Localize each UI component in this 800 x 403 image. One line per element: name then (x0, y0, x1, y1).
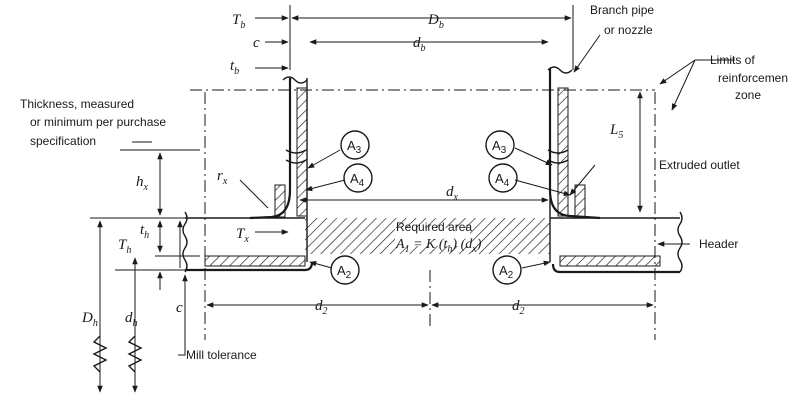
A4-left-circle (343, 163, 373, 193)
branch-pipe-walls (249, 66, 601, 262)
label-mill-tolerance: Mill tolerance (186, 348, 257, 362)
symbol-hx: hx (136, 174, 149, 193)
limit-lines (190, 89, 656, 340)
label-thickness-2: or minimum per purchase (30, 115, 166, 129)
break-lines (92, 335, 143, 373)
symbol-Db: Db (427, 12, 444, 31)
A4-right-circle (488, 163, 518, 193)
area-label-A4-left: A4 (350, 171, 365, 189)
symbol-th: th (140, 222, 149, 241)
label-limits-3: zone (735, 88, 761, 102)
A3-right-circle (485, 130, 515, 160)
label-extruded-outlet: Extruded outlet (659, 158, 740, 172)
symbol-dx: dx (446, 184, 459, 203)
symbol-Th: Th (118, 237, 131, 256)
label-branch-pipe-1: Branch pipe (590, 3, 654, 17)
area-label-A3-left: A3 (347, 138, 362, 156)
area-label-A3-right: A3 (492, 138, 507, 156)
label-limits-2: reinforcemen (718, 71, 788, 85)
area-label-A4-right: A4 (495, 171, 510, 189)
dimension-lines (90, 5, 654, 393)
A2-left-circle (330, 255, 360, 285)
header-pipe (182, 211, 683, 274)
label-branch-pipe-2: or nozzle (604, 23, 653, 37)
label-limits-1: Limits of (710, 53, 755, 67)
symbol-rx: rx (217, 168, 228, 187)
A3-left-circle (340, 130, 370, 160)
symbol-d2-left: d2 (315, 298, 328, 317)
label-header: Header (699, 237, 738, 251)
symbol-dh: dh (125, 310, 138, 329)
symbol-tb: tb (230, 58, 239, 77)
symbol-Tx: Tx (236, 226, 249, 245)
symbol-Tb: Tb (232, 12, 245, 31)
area-label-A2-left: A2 (337, 263, 352, 281)
symbol-L5: L5 (609, 122, 623, 141)
symbol-c-bottom: c (176, 300, 183, 316)
label-required-area: Required area (396, 220, 472, 234)
symbol-Dh: Dh (81, 310, 98, 329)
label-thickness-3: specification (30, 134, 96, 148)
A2-right-circle (492, 255, 522, 285)
formula-required-area: A1 = K (th) (dx) (395, 237, 482, 255)
symbol-d2-right: d2 (512, 298, 525, 317)
area-label-A2-right: A2 (499, 263, 514, 281)
dimension-symbols: Tb c db Db tb L5 hx rx th Tx Th dx Dh dh… (81, 12, 623, 329)
symbol-c-top: c (253, 35, 260, 51)
area-circles (330, 130, 522, 285)
leader-lines (132, 34, 735, 356)
symbol-db: db (413, 35, 426, 54)
label-thickness-1: Thickness, measured (20, 97, 134, 111)
area-labels: A3 A4 A3 A4 A2 A2 (337, 138, 514, 281)
descriptive-labels: Branch pipe or nozzle Limits of reinforc… (20, 3, 788, 362)
